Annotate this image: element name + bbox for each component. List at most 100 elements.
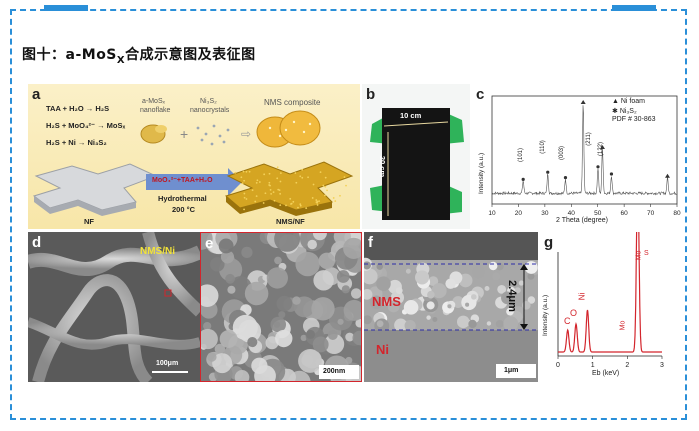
reaction-2: H₂S + MoO₄²⁻ → MoSₓ	[46, 121, 126, 130]
thickness-label: 2.4μm	[505, 280, 518, 312]
composite-label: NMS composite	[264, 98, 321, 107]
eds-chart: 0 1 2 3	[556, 232, 664, 369]
peak-label-101: (101)	[518, 147, 525, 163]
eds-peak-c: C	[564, 316, 571, 326]
xrd-legend-1-text: Ni foam	[620, 98, 645, 105]
nf-foam-shape	[32, 163, 158, 216]
panel-b: b 10 cm 20 cm	[362, 84, 470, 229]
scale-bar-d: 100μm	[156, 360, 179, 367]
figure-caption: 图十：a-MoSX合成示意图及表征图	[22, 44, 256, 66]
xrd-peak-triangle-3	[580, 100, 586, 104]
sem-cross-section-image	[364, 232, 538, 382]
caption-subscript: X	[116, 54, 126, 66]
nanoflake-icon	[140, 124, 167, 144]
frame-tab-right	[612, 5, 656, 11]
cross-section-texture	[364, 257, 538, 334]
xrd-peak-star-1	[546, 170, 550, 174]
panel-d-label: d	[32, 234, 42, 251]
height-dimension: 20 cm	[378, 155, 388, 178]
eds-peak-s: S	[644, 250, 649, 257]
panel-g-label: g	[544, 234, 554, 251]
scale-bar-e: 200nm	[323, 368, 346, 375]
process-label-1: Hydrothermal	[158, 194, 207, 203]
peak-label-211: (211)	[585, 132, 592, 146]
panel-e-label: e	[205, 235, 214, 252]
width-dimension: 10 cm	[400, 111, 422, 120]
eds-peak-mo-2: Mo	[635, 250, 643, 261]
panel-b-label: b	[366, 86, 376, 103]
composite-blob-icon	[256, 110, 321, 148]
xrd-tick-label-70: 70	[647, 210, 655, 217]
sem-foam-image	[28, 232, 200, 382]
nanoparticle-texture	[201, 233, 361, 381]
eds-ylabel: Intensity (a.u.)	[542, 294, 549, 336]
xrd-legend-3: PDF # 30-863	[612, 116, 656, 123]
panel-f: f NMS Ni 2.4μm 1μm	[364, 232, 538, 382]
peak-label-003: (003)	[559, 145, 566, 161]
panel-e: e 200nm	[200, 232, 362, 382]
nms-nf-label: NMS/NF	[276, 217, 305, 226]
ni-layer-label: Ni	[376, 342, 389, 357]
xrd-peak-markers	[521, 100, 670, 181]
xrd-tick-label-50: 50	[594, 210, 602, 217]
xrd-peak-star-2	[563, 176, 568, 180]
scale-bar-f: 1μm	[504, 367, 519, 374]
nanoflake-label-1: a-MoSₓ	[142, 98, 165, 105]
eds-peak-ni: Ni	[577, 292, 587, 301]
xrd-tick-label-20: 20	[515, 210, 523, 217]
nanocrystal-dots-icon	[196, 124, 230, 146]
panel-c-label: c	[476, 86, 485, 103]
xrd-peak-triangle-7	[664, 173, 670, 178]
xrd-plot-frame	[491, 95, 678, 205]
reaction-1: TAA + H₂O → H₂S	[46, 104, 110, 113]
xrd-legend-2: ✱ Ni₃S₂	[612, 108, 637, 115]
nms-ni-tag: NMS/Ni	[140, 246, 175, 257]
panel-a-graphics: + ⇨	[32, 110, 354, 216]
eds-tick-label-0: 0	[556, 362, 560, 369]
reaction-3: H₂S + Ni → Ni₃S₂	[46, 138, 107, 147]
eds-tick-label-2: 2	[625, 362, 629, 369]
xrd-series-line	[491, 105, 677, 196]
caption-prefix: 图十：a-MoS	[22, 47, 117, 63]
nms-texture-dots	[234, 166, 347, 211]
peak-label-122: (122)	[598, 141, 605, 157]
panel-a: a TAA + H₂O → H₂S H₂S + MoO₄²⁻ → MoSₓ H₂…	[28, 84, 360, 229]
xrd-tick-label-10: 10	[488, 210, 496, 217]
xrd-tick-label-30: 30	[541, 210, 549, 217]
peak-label-110: (110)	[539, 140, 546, 154]
yields-arrow-symbol: ⇨	[241, 127, 251, 141]
panel-a-label: a	[32, 86, 41, 103]
panel-f-label: f	[368, 234, 373, 251]
plus-sign: +	[180, 126, 188, 142]
figure-frame	[10, 9, 687, 420]
eds-tick-label-3: 3	[660, 362, 664, 369]
panel-b-photo	[370, 108, 464, 220]
xrd-peak-star-6	[609, 172, 614, 176]
xrd-peak-star-0	[521, 177, 525, 181]
nanocrystal-label-2: nanocrystals	[190, 107, 230, 114]
eds-peak-o: O	[570, 308, 578, 318]
caption-suffix: 合成示意图及表征图	[125, 47, 256, 63]
xrd-peak-star-4	[596, 165, 600, 169]
xrd-peak-triangle-5	[599, 145, 605, 149]
frame-tab-left	[44, 5, 88, 11]
eds-tick-label-1: 1	[591, 362, 595, 369]
process-label-2: 200 °C	[172, 205, 196, 214]
xrd-xlabel: 2 Theta (degree)	[556, 217, 609, 224]
eds-series-line	[558, 232, 662, 353]
xrd-ylabel: Intensity (a.u.)	[478, 152, 485, 194]
nms-nf-foam-shape	[224, 161, 354, 216]
panel-d: d NMS/Ni 100μm	[28, 232, 200, 382]
xrd-legend-2-text: Ni₃S₂	[619, 108, 637, 115]
reagent-label: MoO₄²⁻+TAA+H₂O	[152, 177, 213, 184]
nf-label: NF	[84, 217, 94, 226]
eds-x-ticks: 0 1 2 3	[556, 356, 664, 369]
nanocrystal-label-1: Ni₃S₂	[200, 98, 217, 105]
xrd-tick-label-60: 60	[621, 210, 629, 217]
xrd-legend-1: ▲ Ni foam	[612, 98, 645, 105]
nanoflake-label-2: nanoflake	[140, 107, 171, 114]
